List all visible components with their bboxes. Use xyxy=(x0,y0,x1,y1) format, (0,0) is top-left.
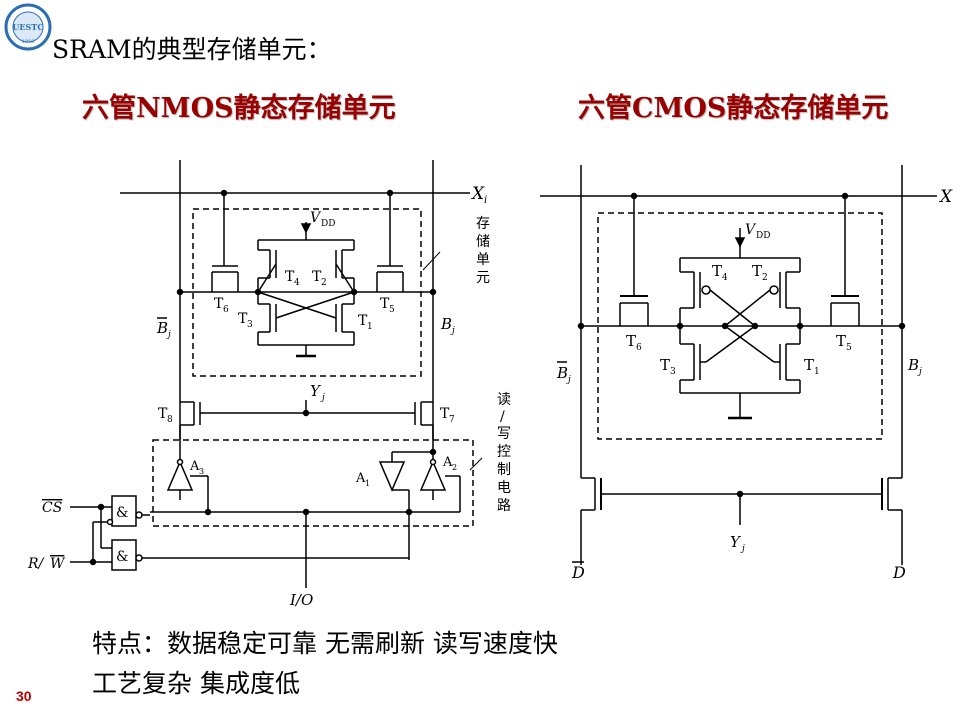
nmos-a3-sub: 3 xyxy=(199,467,204,476)
nmos-yj-sub: j xyxy=(320,393,325,403)
university-logo: UESTC 1956 xyxy=(4,3,52,51)
nmos-rw-r-label: R/ xyxy=(27,556,45,572)
nmos-cs-label: CS xyxy=(42,500,62,516)
rw-label-char: 写 xyxy=(497,426,511,442)
nmos-a3-label: A xyxy=(189,459,200,474)
nmos-t1-label: T xyxy=(358,313,368,329)
cmos-t6-sub: 6 xyxy=(636,343,642,353)
cmos-vdd-label: V xyxy=(745,222,757,238)
rw-label-char: 制 xyxy=(497,462,511,478)
nmos-t7-label: T xyxy=(440,406,450,422)
nmos-a2-label: A xyxy=(442,455,453,470)
cell-label-char: 单 xyxy=(476,252,490,268)
cmos-title: 六管CMOS静态存储单元 xyxy=(578,93,889,124)
cmos-t3-label: T xyxy=(660,356,670,374)
nmos-t8-label: T xyxy=(158,406,168,422)
nmos-a2-sub: 2 xyxy=(452,463,457,472)
nmos-vdd-sub: DD xyxy=(321,219,335,229)
nmos-rw-w-label: W xyxy=(50,556,66,572)
cmos-t6-label: T xyxy=(626,332,636,350)
rw-label-char: 路 xyxy=(497,498,511,514)
page-number: 30 xyxy=(16,688,32,704)
nmos-a1-sub: 1 xyxy=(365,479,370,488)
nmos-title: 六管NMOS静态存储单元 xyxy=(82,93,396,124)
rw-label-char: 电 xyxy=(497,480,511,496)
circuit-diagrams: X i V DD xyxy=(27,160,953,609)
logo-text: UESTC xyxy=(12,22,43,32)
nmos-t7-sub: 7 xyxy=(449,415,455,425)
nmos-vdd-label: V xyxy=(310,210,322,226)
cmos-circuit: X V DD xyxy=(540,165,953,582)
nmos-rw-label: 读 / 写 控 制 电 路 xyxy=(497,391,511,514)
and-gate-symbol: & xyxy=(116,549,128,565)
cmos-yj-label: Y xyxy=(730,533,742,551)
cell-label-char: 元 xyxy=(476,270,490,286)
nmos-x-label: X xyxy=(470,184,485,204)
cmos-t4-sub: 4 xyxy=(722,273,728,283)
nmos-t8-sub: 8 xyxy=(167,415,173,425)
cell-label-char: 存 xyxy=(476,216,490,232)
cmos-yj-sub: j xyxy=(740,544,745,554)
and-gate-symbol: & xyxy=(116,505,128,521)
nmos-t3-label: T xyxy=(238,311,248,327)
cmos-d-label: D xyxy=(892,563,906,582)
nmos-cell-label: 存 储 单 元 xyxy=(422,216,490,286)
rw-label-char: 读 xyxy=(497,391,511,408)
cmos-t2-label: T xyxy=(752,262,762,280)
nmos-a1-label: A xyxy=(355,471,366,486)
nmos-io-label: I/O xyxy=(289,591,313,609)
nmos-circuit: X i V DD xyxy=(27,160,511,609)
nmos-t5-label: T xyxy=(380,296,390,312)
cmos-t1-label: T xyxy=(804,356,814,374)
slide-title: SRAM的典型存储单元： xyxy=(52,35,332,64)
cmos-t1-sub: 1 xyxy=(814,367,820,377)
cmos-bj-bar-sub: j xyxy=(566,375,571,385)
cmos-t5-sub: 5 xyxy=(846,343,852,353)
cmos-t5-label: T xyxy=(836,332,846,350)
cmos-x-label: X xyxy=(938,187,953,207)
nmos-and-gate-top xyxy=(111,495,137,527)
nmos-t1-sub: 1 xyxy=(367,322,373,332)
nmos-yj-label: Y xyxy=(310,382,322,400)
cmos-t4-label: T xyxy=(712,262,722,280)
nmos-t3-sub: 3 xyxy=(247,320,253,330)
cmos-bj-label: B xyxy=(907,356,919,374)
cell-label-char: 储 xyxy=(476,234,490,250)
nmos-a1-buffer xyxy=(378,461,406,492)
cmos-cell-box xyxy=(597,212,883,440)
rw-label-char: / xyxy=(500,409,505,425)
nmos-a3-buffer xyxy=(166,460,194,491)
nmos-bj-sub: j xyxy=(450,326,455,336)
nmos-rw-control-box xyxy=(152,439,474,527)
cmos-d-bar-label: D xyxy=(571,563,585,582)
nmos-a2-buffer xyxy=(419,460,447,491)
nmos-and-gate-bottom xyxy=(111,539,137,571)
nmos-t2-label: T xyxy=(312,269,322,285)
nmos-bj-label: B xyxy=(440,315,452,333)
features-line-1: 特点：数据稳定可靠 无需刷新 读写速度快 xyxy=(92,629,558,658)
nmos-t4-label: T xyxy=(285,269,295,285)
cmos-bj-bar-label: B xyxy=(556,364,568,382)
nmos-t5-sub: 5 xyxy=(389,305,395,315)
cmos-t2-sub: 2 xyxy=(762,273,768,283)
nmos-x-sub: i xyxy=(484,195,487,206)
nmos-bj-bar-label: B xyxy=(156,319,168,337)
cmos-t3-sub: 3 xyxy=(670,367,676,377)
nmos-t6-sub: 6 xyxy=(223,305,229,315)
logo-year: 1956 xyxy=(22,39,35,45)
nmos-t4-sub: 4 xyxy=(294,278,300,288)
nmos-t2-sub: 2 xyxy=(321,278,327,288)
rw-label-char: 控 xyxy=(497,444,511,460)
nmos-bj-bar-sub: j xyxy=(166,330,171,340)
features-line-2: 工艺复杂 集成度低 xyxy=(92,669,300,698)
cmos-vdd-sub: DD xyxy=(756,231,770,241)
nmos-t6-label: T xyxy=(214,296,224,312)
cmos-bj-sub: j xyxy=(917,367,922,377)
